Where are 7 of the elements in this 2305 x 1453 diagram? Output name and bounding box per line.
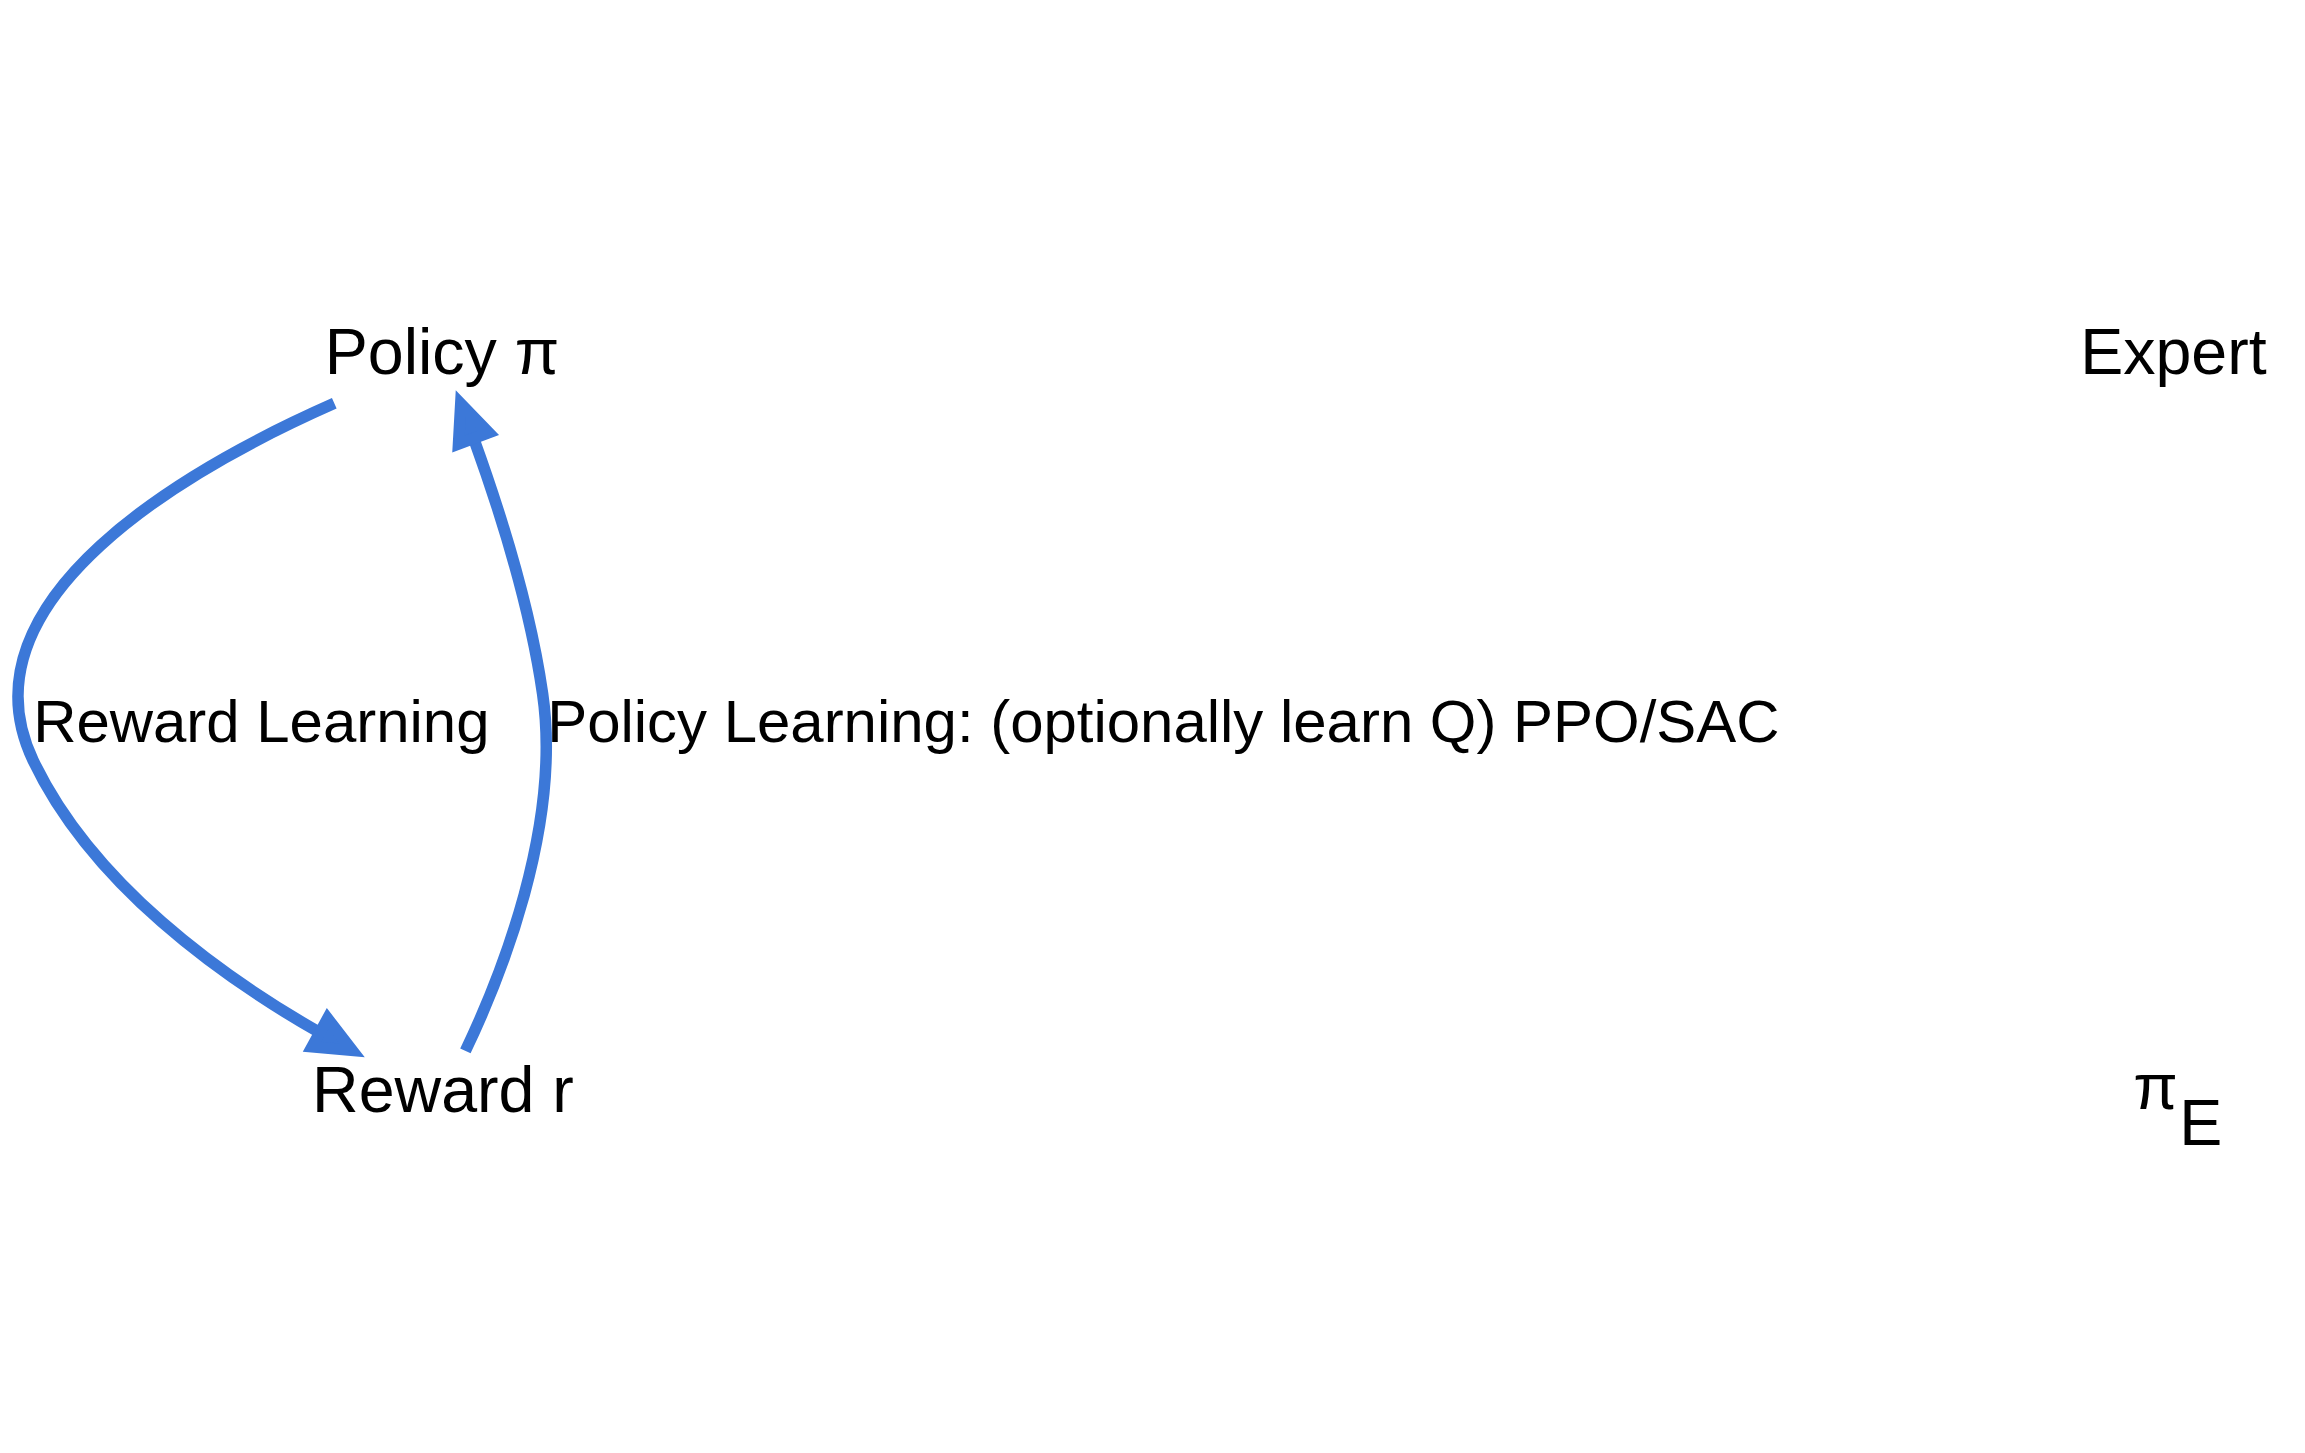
label: Expert: [2080, 315, 2267, 388]
edge-label: Reward Learning: [33, 687, 490, 755]
node-text: Reward r: [312, 1053, 574, 1126]
arrow: [13, 397, 365, 1057]
node-text: Policy π: [324, 315, 560, 388]
edge-label: Policy Learning: (optionally learn Q) PPO/SAC: [547, 687, 1780, 755]
arrow: [452, 389, 552, 1053]
